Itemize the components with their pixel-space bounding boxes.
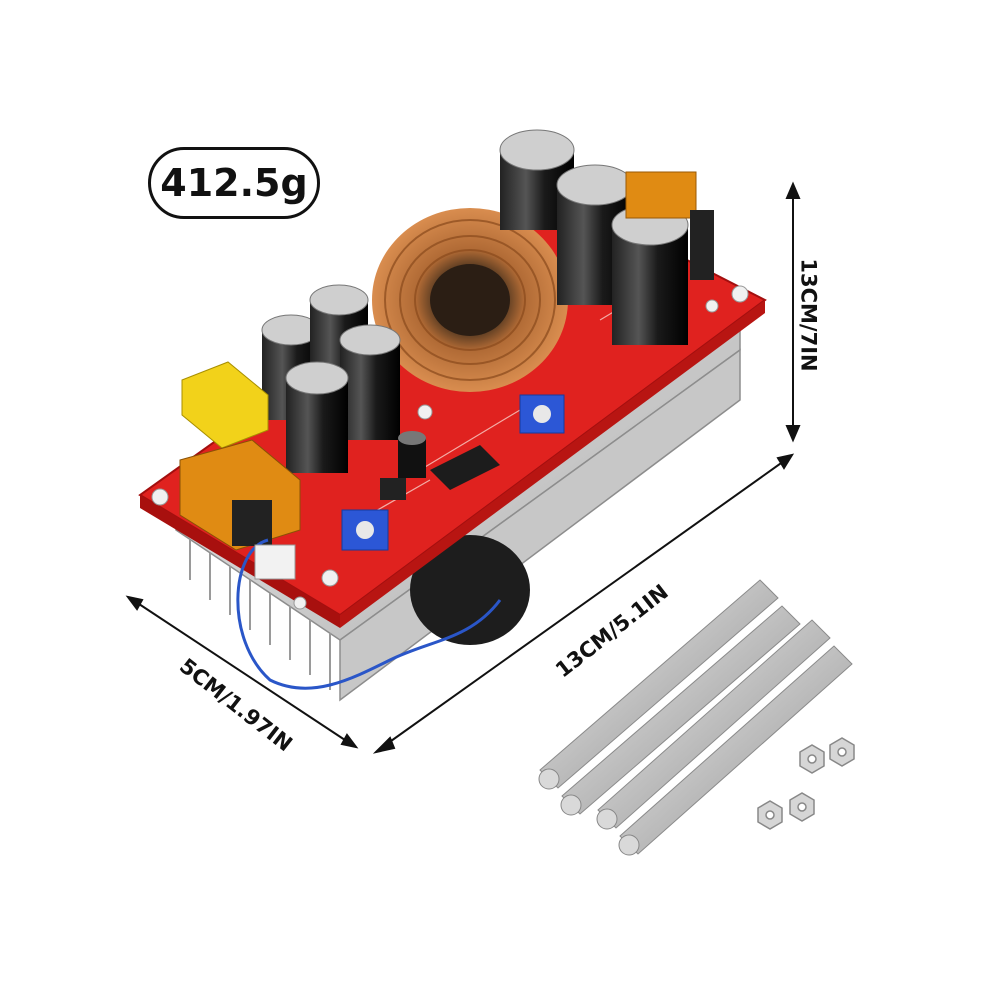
standoff-rod-4 bbox=[618, 645, 853, 856]
standoff-rod-1 bbox=[538, 579, 779, 790]
pot-blue-1 bbox=[519, 394, 565, 434]
standoff-rod-2 bbox=[560, 605, 801, 816]
length-arrow bbox=[372, 453, 795, 754]
hex-nut-1 bbox=[799, 744, 825, 774]
hex-nuts bbox=[757, 737, 855, 830]
capacitor-large-3 bbox=[611, 204, 689, 345]
capacitor-small-3 bbox=[339, 324, 401, 440]
fan-connector bbox=[254, 544, 296, 580]
toroid-inductor bbox=[372, 208, 568, 392]
terminal-block-output bbox=[625, 171, 714, 280]
capacitor-small-4 bbox=[285, 361, 349, 473]
hex-nut-2 bbox=[829, 737, 855, 767]
ic-chip bbox=[430, 445, 500, 490]
hex-nut-3 bbox=[757, 800, 783, 830]
height-arrow bbox=[785, 181, 801, 443]
terminal-block-input bbox=[179, 361, 301, 551]
capacitor-tiny bbox=[398, 431, 426, 478]
hex-nut-4 bbox=[789, 792, 815, 822]
width-arrow bbox=[125, 595, 359, 749]
weight-badge: 412.5g bbox=[148, 147, 320, 219]
fan-wire bbox=[236, 538, 502, 690]
inductor-small bbox=[380, 478, 406, 500]
standoff-rod-3 bbox=[596, 619, 831, 830]
pot-blue-2 bbox=[341, 509, 389, 551]
